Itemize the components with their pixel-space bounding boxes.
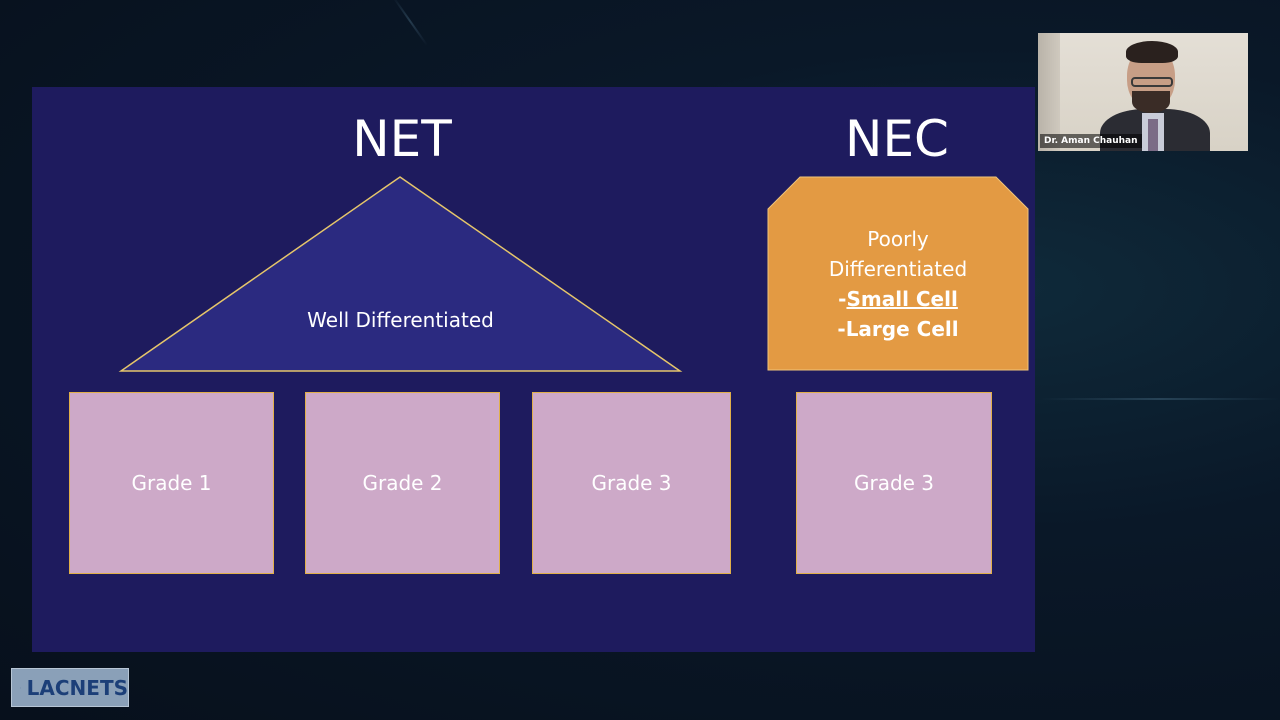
background-streak: [1040, 398, 1280, 400]
net-triangle: Well Differentiated: [118, 175, 683, 374]
participant-tie: [1148, 119, 1158, 151]
participant-hair: [1126, 41, 1178, 63]
logo-text: LACNETS: [26, 675, 128, 700]
nec-heading: NEC: [845, 110, 949, 168]
video-background: [1038, 33, 1060, 151]
grade-box-nec-3: Grade 3: [796, 392, 992, 574]
small-cell-text: Small Cell: [846, 287, 958, 311]
grade-box-net-3: Grade 3: [532, 392, 731, 574]
triangle-label: Well Differentiated: [307, 308, 494, 332]
background-streak: [391, 0, 429, 47]
small-cell-prefix: -: [838, 287, 847, 311]
ribbon-icon: [20, 687, 21, 688]
presentation-slide: NET NEC Well Differentiated Poorly Diffe…: [32, 87, 1035, 652]
nec-box: Poorly Differentiated -Small Cell -Large…: [767, 176, 1029, 371]
nec-box-text: Poorly Differentiated -Small Cell -Large…: [767, 224, 1029, 344]
nec-line-differentiated: Differentiated: [828, 257, 968, 281]
net-heading: NET: [352, 110, 452, 168]
lacnets-logo: LACNETS: [11, 668, 129, 707]
participant-glasses: [1131, 77, 1173, 87]
participant-video-tile[interactable]: Dr. Aman Chauhan: [1038, 33, 1248, 151]
participant-beard: [1132, 91, 1170, 113]
nec-line-large-cell: -Large Cell: [837, 317, 959, 341]
participant-name-tag: Dr. Aman Chauhan: [1040, 134, 1142, 148]
nec-line-poorly: Poorly: [867, 227, 929, 251]
grade-box-net-2: Grade 2: [305, 392, 500, 574]
nec-box-shape: [767, 176, 1029, 371]
nec-line-small-cell: -Small Cell: [767, 284, 1029, 314]
grade-box-net-1: Grade 1: [69, 392, 274, 574]
triangle-shape: [118, 176, 683, 372]
